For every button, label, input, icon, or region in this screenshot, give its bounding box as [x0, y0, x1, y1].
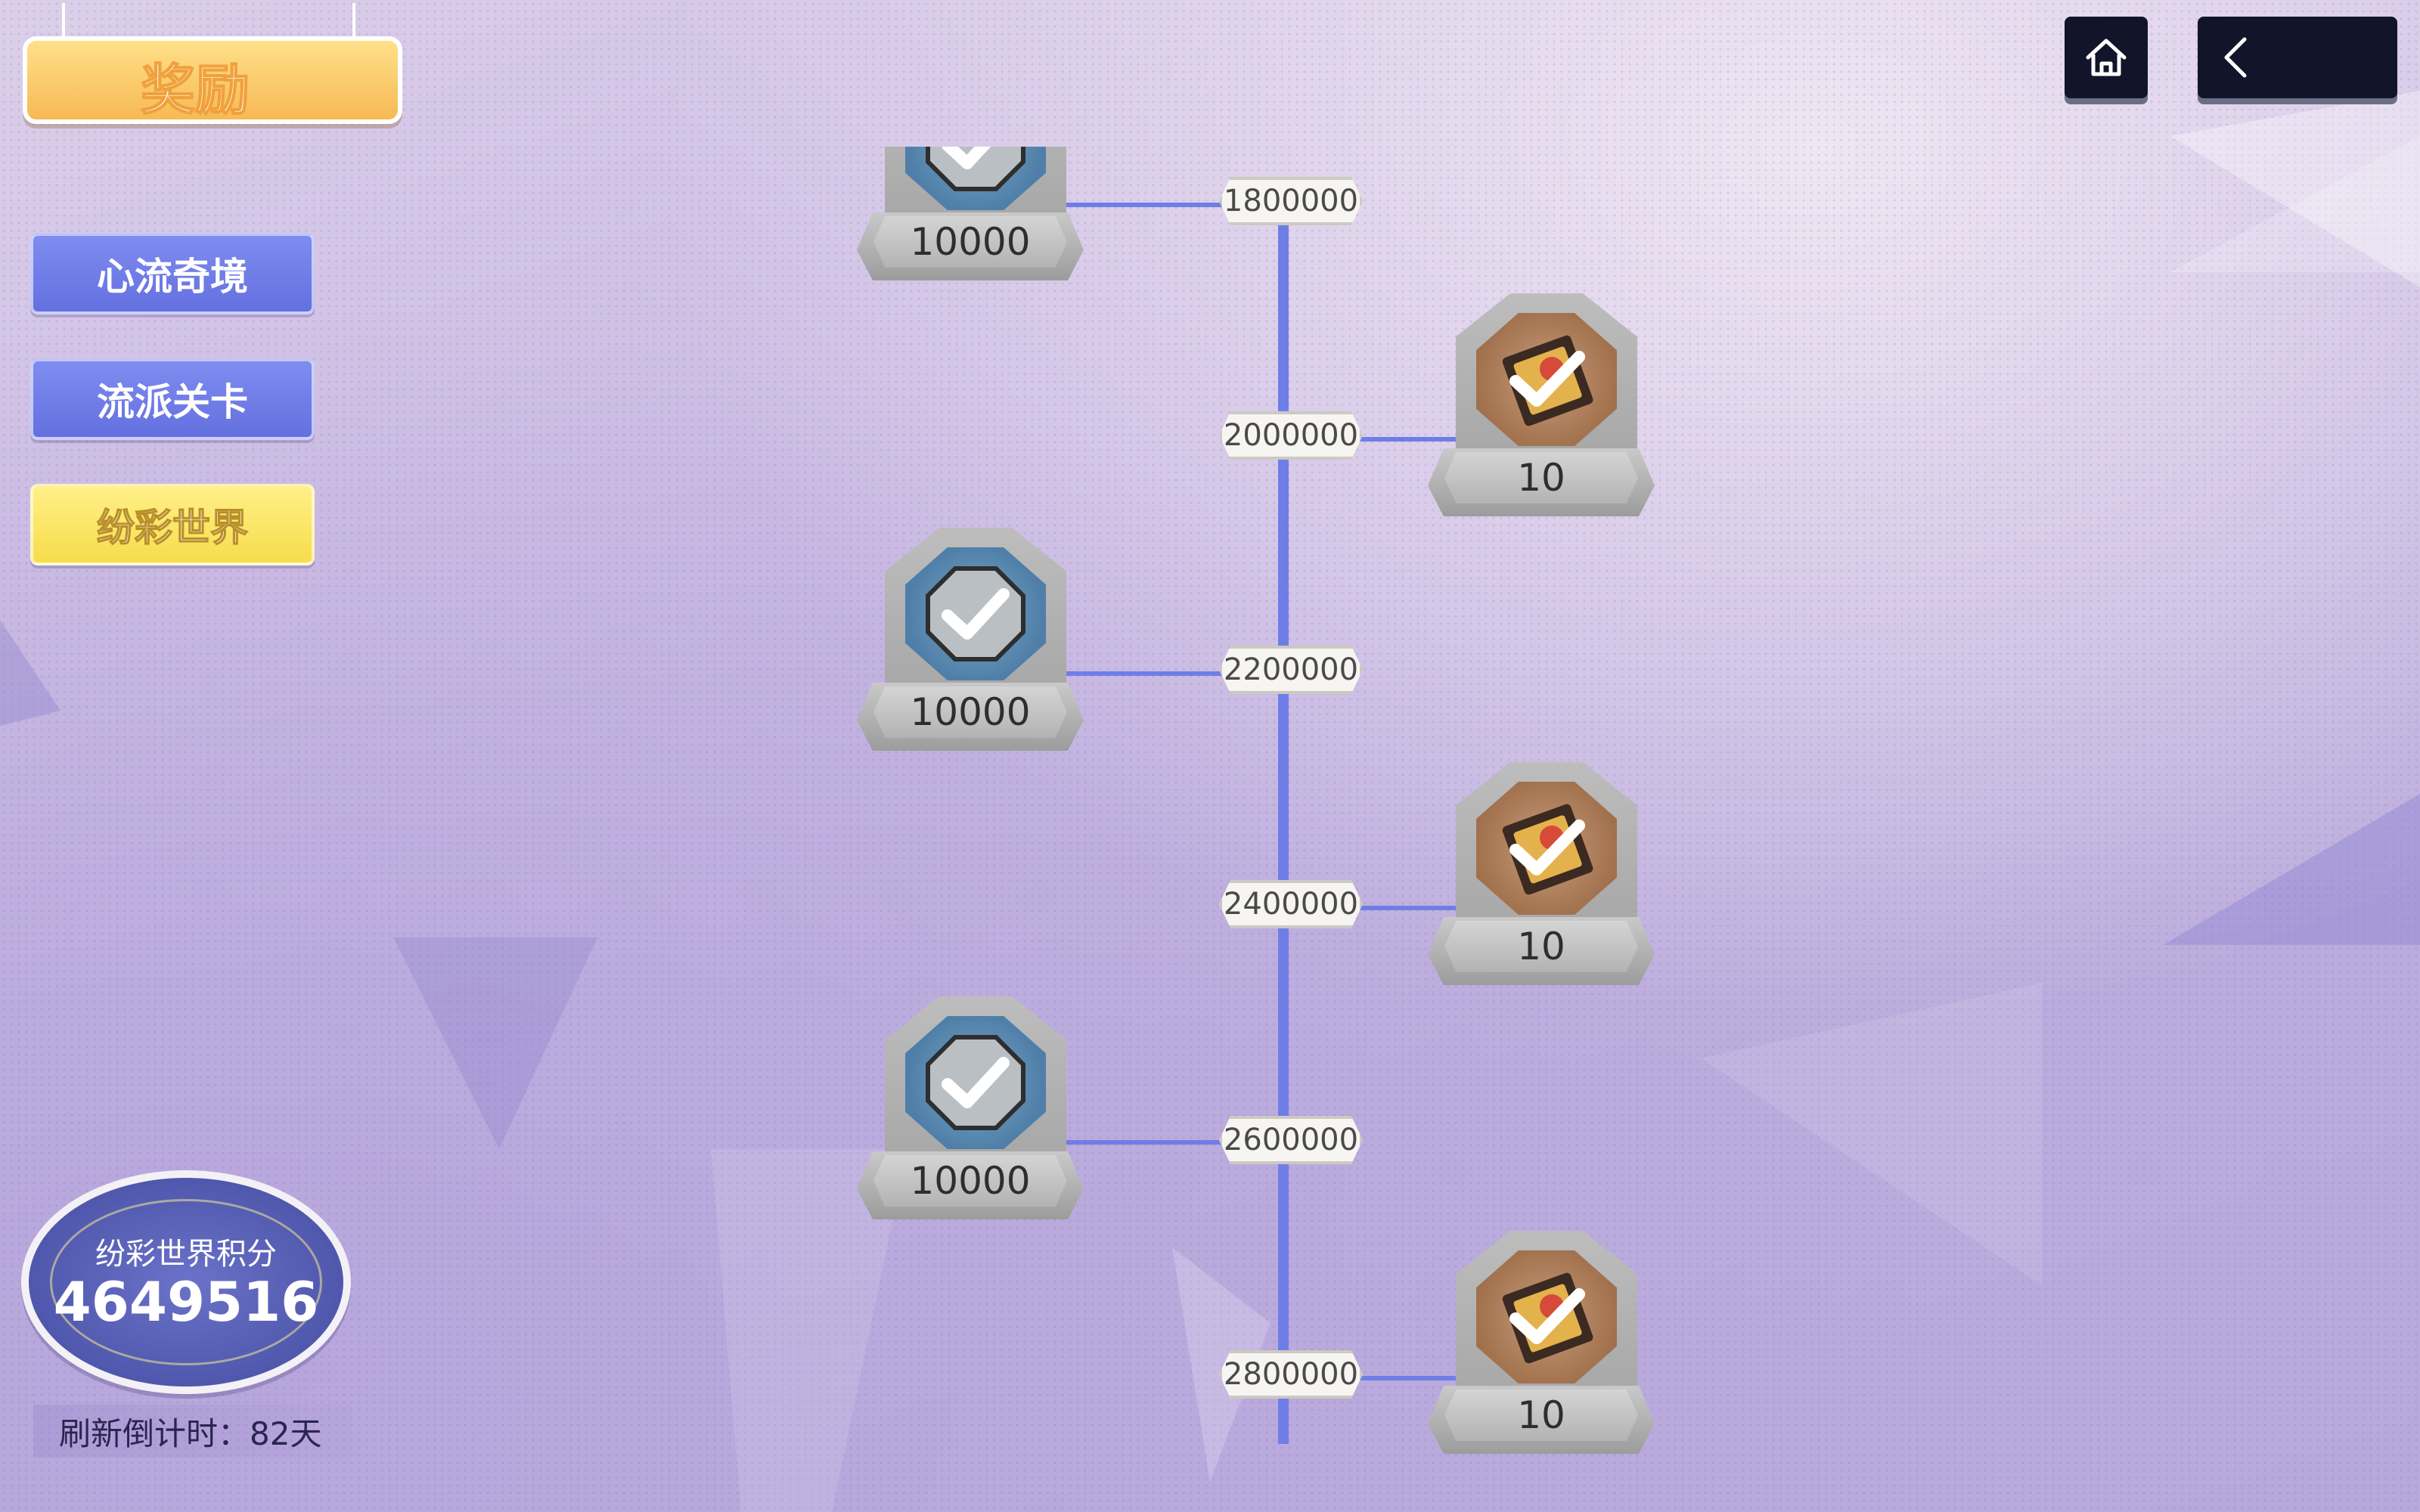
timeline-track — [1278, 189, 1289, 1444]
tab-flow-wonderland[interactable]: 心流奇境 — [30, 233, 315, 314]
checkmark-icon — [926, 1035, 1025, 1130]
title-banner: 奖励 — [23, 3, 402, 124]
milestone-threshold: 2200000 — [1219, 646, 1363, 694]
checkmark-icon — [926, 147, 1025, 191]
reward-amount: 10000 — [873, 1155, 1067, 1207]
reward-amount: 10000 — [873, 686, 1067, 738]
connector — [1059, 671, 1286, 676]
connector — [1286, 906, 1482, 910]
checkmark-icon — [926, 566, 1025, 662]
chevron-left-icon — [2224, 37, 2247, 78]
connector — [1059, 203, 1286, 207]
milestone-threshold: 2400000 — [1219, 880, 1363, 928]
refresh-countdown: 刷新倒计时：82天 — [33, 1405, 351, 1458]
back-button[interactable] — [2198, 17, 2397, 98]
score-value: 4649516 — [53, 1270, 319, 1334]
tab-label: 心流奇境 — [97, 255, 248, 299]
milestone-threshold: 2000000 — [1219, 411, 1363, 460]
reward-amount: 10 — [1444, 921, 1638, 972]
milestone-threshold: 1800000 — [1219, 177, 1363, 225]
countdown-text: 刷新倒计时：82天 — [59, 1414, 322, 1452]
connector — [1286, 1376, 1482, 1380]
reward-card-pack[interactable]: 10 — [1414, 293, 1671, 528]
score-label: 纷彩世界积分 — [95, 1237, 277, 1272]
score-badge: 纷彩世界积分 4649516 — [21, 1170, 351, 1394]
home-button[interactable] — [2065, 17, 2148, 98]
banner-string — [62, 3, 65, 41]
tab-colorful-world[interactable]: 纷彩世界 — [30, 484, 315, 565]
milestone-threshold: 2600000 — [1219, 1116, 1363, 1164]
tab-label: 流派关卡 — [97, 380, 248, 424]
tab-label: 纷彩世界 — [96, 505, 249, 550]
connector — [1059, 1140, 1286, 1145]
tab-style-levels[interactable]: 流派关卡 — [30, 358, 315, 440]
page-title: 奖励 — [140, 57, 250, 122]
reward-amount: 10 — [1444, 452, 1638, 503]
reward-coin[interactable]: 10000 — [843, 528, 1100, 762]
reward-amount: 10000 — [873, 216, 1067, 268]
badge-ring — [50, 1199, 322, 1365]
reward-card-pack[interactable]: 10 — [1414, 762, 1671, 996]
reward-amount: 10 — [1444, 1390, 1638, 1441]
card-pack-icon — [1502, 1272, 1593, 1364]
reward-coin[interactable]: 10000 — [843, 996, 1100, 1231]
milestone-threshold: 2800000 — [1219, 1350, 1363, 1399]
connector — [1286, 437, 1482, 442]
home-icon — [2086, 39, 2127, 76]
card-pack-icon — [1502, 804, 1593, 895]
reward-coin[interactable]: 10000 — [843, 147, 1100, 292]
banner-string — [352, 3, 355, 41]
reward-card-pack[interactable]: 10 — [1414, 1231, 1671, 1465]
card-pack-icon — [1502, 335, 1593, 426]
